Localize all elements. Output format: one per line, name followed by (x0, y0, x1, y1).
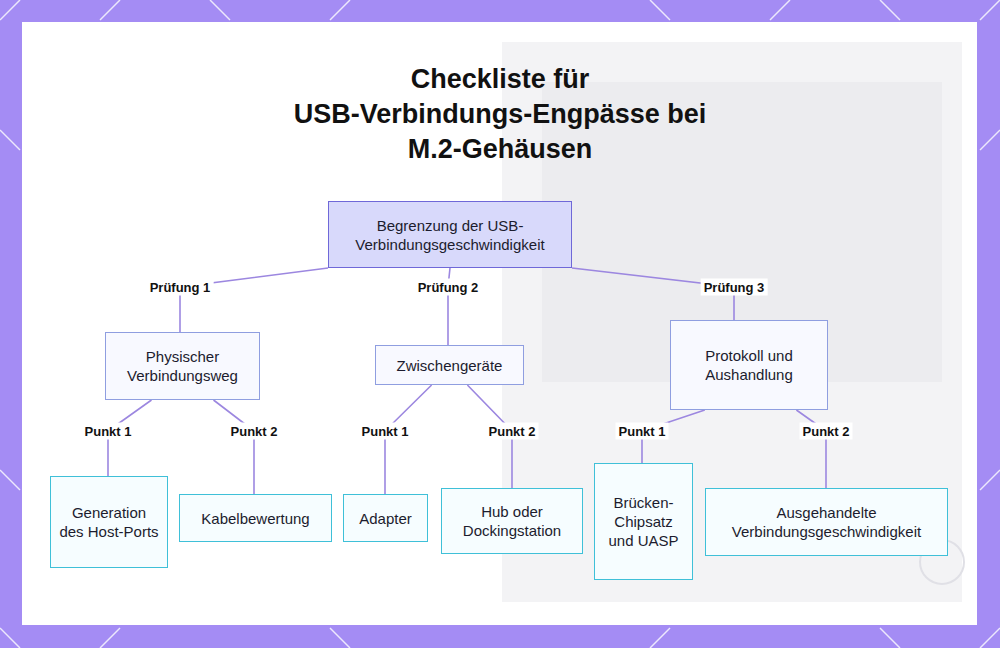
root-box: Begrenzung der USB-Verbindungsgeschwindi… (328, 201, 572, 268)
category-box: Physischer Verbindungsweg (105, 332, 260, 400)
edge-label: Punkt 2 (228, 423, 281, 440)
check-box: Brücken-Chipsatz und UASP (594, 463, 693, 580)
node-text: Zwischengeräte (397, 356, 503, 375)
check-box: Adapter (343, 494, 428, 542)
check-box: Ausgehandelte Verbindungsgeschwindigkeit (705, 488, 948, 556)
node-text: Ausgehandelte Verbindungsgeschwindigkeit (714, 503, 939, 541)
node-text: Begrenzung der USB-Verbindungsgeschwindi… (337, 216, 563, 254)
node-text: Brücken-Chipsatz und UASP (603, 493, 684, 550)
node-text: Generation des Host-Ports (59, 503, 159, 541)
tree-connector (214, 400, 255, 494)
node-text: Kabelbewertung (201, 509, 309, 528)
category-box: Zwischengeräte (375, 345, 524, 385)
node-text: Physischer Verbindungsweg (114, 347, 251, 385)
check-box: Hub oder Dockingstation (441, 488, 583, 554)
edge-label: Punkt 1 (82, 423, 135, 440)
tree-connector (385, 385, 432, 494)
check-box: Kabelbewertung (179, 494, 332, 542)
node-text: Protokoll und Aushandlung (679, 346, 819, 384)
edge-label: Prüfung 2 (415, 279, 482, 296)
edge-label: Punkt 1 (359, 423, 412, 440)
node-text: Hub oder Dockingstation (450, 502, 574, 540)
edge-label: Punkt 2 (800, 423, 853, 440)
edge-label: Punkt 2 (486, 423, 539, 440)
edge-label: Prüfung 3 (701, 279, 768, 296)
node-text: Adapter (359, 509, 412, 528)
edge-label: Prüfung 1 (147, 279, 214, 296)
diagram-title: Checkliste für USB-Verbindungs-Engpässe … (280, 62, 720, 167)
check-box: Generation des Host-Ports (50, 476, 168, 568)
category-box: Protokoll und Aushandlung (670, 320, 828, 410)
edge-label: Punkt 1 (616, 423, 669, 440)
